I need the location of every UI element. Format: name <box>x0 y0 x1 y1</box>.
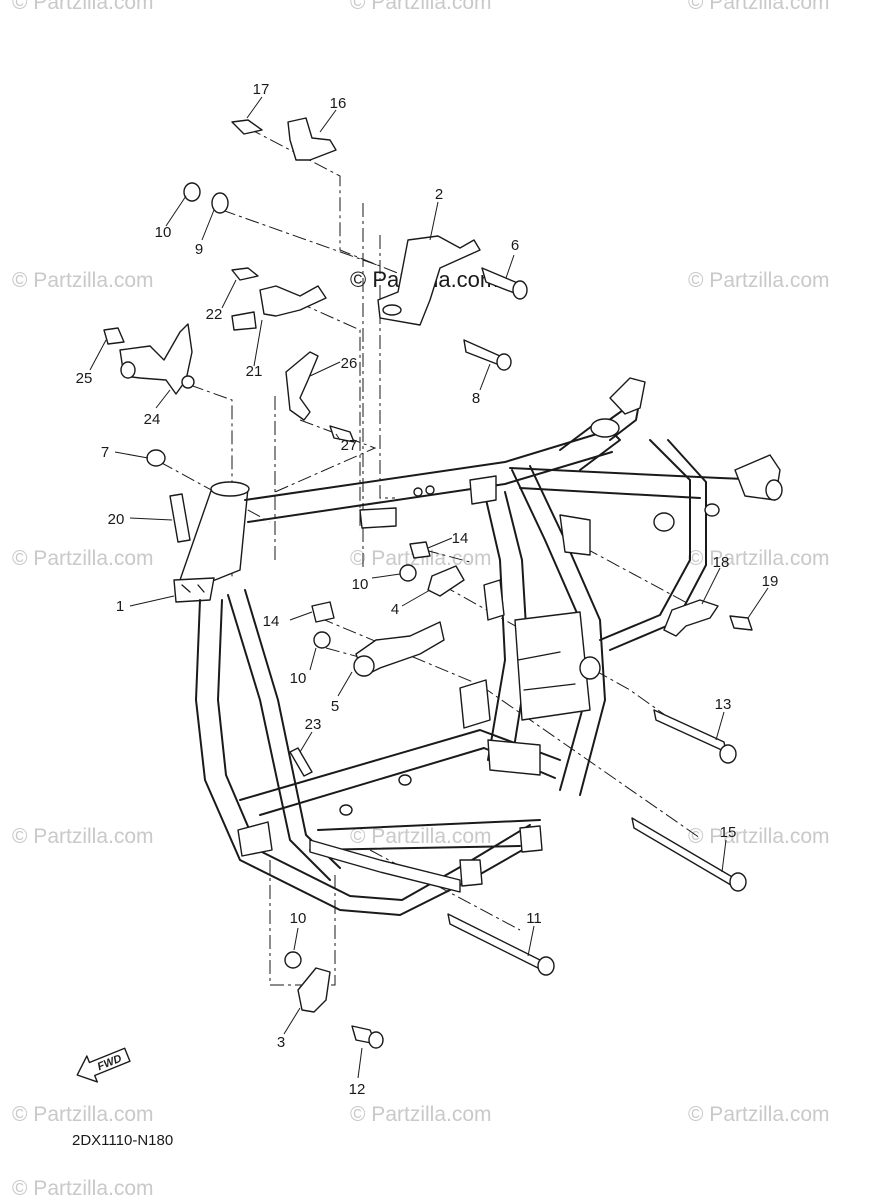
diagram-code: 2DX1110-N180 <box>72 1132 173 1149</box>
callout-22: 22 <box>206 306 223 323</box>
callout-6: 6 <box>511 237 519 254</box>
callout-15: 15 <box>720 824 737 841</box>
watermark-layer: © Partzilla.com © Partzilla.com © Partzi… <box>12 0 830 1200</box>
watermark: © Partzilla.com <box>12 269 154 292</box>
callout-labels: 1 2 3 4 5 6 7 8 9 10 10 10 10 11 12 13 1… <box>76 81 779 1098</box>
small-parts <box>103 117 753 1049</box>
callout-23: 23 <box>305 716 322 733</box>
watermark: © Partzilla.com <box>350 825 492 848</box>
callout-10c: 10 <box>290 670 307 687</box>
watermark: © Partzilla.com <box>12 825 154 848</box>
callout-14b: 14 <box>263 613 280 630</box>
watermark: © Partzilla.com <box>688 1103 830 1126</box>
fwd-arrow-icon: FWD <box>76 1047 131 1083</box>
callout-5: 5 <box>331 698 339 715</box>
callout-20: 20 <box>108 511 125 528</box>
leader-lines <box>89 96 769 1079</box>
callout-10d: 10 <box>290 910 307 927</box>
callout-4: 4 <box>391 601 399 618</box>
callout-10b: 10 <box>352 576 369 593</box>
callout-19: 19 <box>762 573 779 590</box>
watermark: © Partzilla.com <box>350 1103 492 1126</box>
callout-21: 21 <box>246 363 263 380</box>
watermark: © Partzilla.com <box>688 547 830 570</box>
callout-1: 1 <box>116 598 124 615</box>
callout-24: 24 <box>144 411 161 428</box>
callout-12: 12 <box>349 1081 366 1098</box>
callout-11: 11 <box>526 910 542 927</box>
callout-13: 13 <box>715 696 732 713</box>
watermark: © Partzilla.com <box>688 269 830 292</box>
callout-3: 3 <box>277 1034 285 1051</box>
callout-18: 18 <box>713 554 730 571</box>
watermark: © Partzilla.com <box>12 1177 154 1200</box>
main-frame <box>173 377 783 916</box>
callout-17: 17 <box>253 81 270 98</box>
callout-9: 9 <box>195 241 203 258</box>
watermark: © Partzilla.com <box>350 547 492 570</box>
callout-7: 7 <box>101 444 109 461</box>
callout-25: 25 <box>76 370 93 387</box>
callout-2: 2 <box>435 186 443 203</box>
watermark: © Partzilla.com <box>688 825 830 848</box>
callout-27: 27 <box>341 437 358 454</box>
assembly-lines <box>159 127 701 986</box>
watermark: © Partzilla.com <box>12 1103 154 1126</box>
callout-14a: 14 <box>452 530 469 547</box>
watermark: © Partzilla.com <box>350 0 492 14</box>
watermark: © Partzilla.com <box>688 0 830 14</box>
watermark: © Partzilla.com <box>12 547 154 570</box>
watermark: © Partzilla.com <box>12 0 154 14</box>
callout-26: 26 <box>341 355 358 372</box>
callout-10a: 10 <box>155 224 172 241</box>
callout-16: 16 <box>330 95 347 112</box>
callout-8: 8 <box>472 390 480 407</box>
